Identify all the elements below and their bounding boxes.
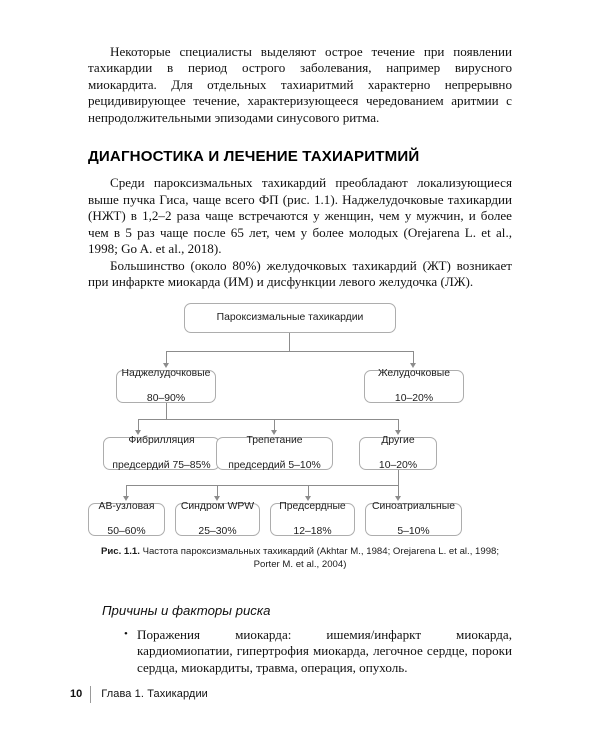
connector-sv-drop-2 <box>274 419 275 432</box>
page-footer: 10 Глава 1. Тахикардии <box>70 685 208 703</box>
flowchart-node-av-nodal: АВ-узловая 50–60% <box>88 501 165 538</box>
flowchart-node-wpw-label: Синдром WPW <box>180 501 255 513</box>
flowchart-node-supraventricular: Наджелудочковые 80–90% <box>116 368 216 405</box>
flowchart-node-sinoatrial: Синоатриальные 5–10% <box>365 501 462 538</box>
flowchart-node-other-value: 10–20% <box>378 460 418 472</box>
flowchart-node-other: Другие 10–20% <box>359 435 437 472</box>
connector-afib-stem <box>398 470 399 486</box>
chapter-title: Глава 1. Тахикардии <box>101 688 208 700</box>
flowchart-node-ventricular-value: 10–20% <box>394 393 434 405</box>
flowchart-node-supraventricular-value: 80–90% <box>146 393 186 405</box>
connector-root-stem <box>289 333 290 352</box>
arrow-to-other <box>395 430 401 436</box>
flowchart-node-other-label: Другие <box>381 435 415 447</box>
arrow-to-ventricular <box>410 363 416 369</box>
arrow-to-av-nodal <box>123 496 129 502</box>
connector-l4-drop-4 <box>398 485 399 498</box>
flowchart-node-ventricular: Желудочковые 10–20% <box>364 368 464 405</box>
connector-root-drop-left <box>166 351 167 365</box>
connector-afib-bus <box>126 485 398 487</box>
page-content: Некоторые специалисты выделяют острое те… <box>88 44 512 676</box>
figure-flowchart: Пароксизмальные тахикардии Наджелудочков… <box>88 303 512 538</box>
connector-l4-drop-1 <box>126 485 127 498</box>
arrow-to-sinoatrial <box>395 496 401 502</box>
arrow-to-aflutter <box>271 430 277 436</box>
flowchart-node-av-nodal-value: 50–60% <box>107 526 146 538</box>
connector-sv-stem <box>166 403 167 420</box>
paragraph-3: Большинство (около 80%) желудочковых тах… <box>88 257 512 289</box>
flowchart-node-afib-value: предсердий 75–85% <box>112 460 211 472</box>
footer-divider <box>90 685 92 703</box>
flowchart-node-afib-label: Фибрилляция <box>128 435 195 447</box>
flowchart-node-ventricular-label: Желудочковые <box>377 368 451 380</box>
bullet-list: Поражения миокарда: ишемия/инфаркт миока… <box>88 626 512 676</box>
flowchart-node-sinoatrial-label: Синоатриальные <box>372 501 455 513</box>
connector-sv-drop-3 <box>398 419 399 432</box>
flowchart-node-atrial-value: 12–18% <box>293 526 332 538</box>
section-heading: ДИАГНОСТИКА И ЛЕЧЕНИЕ ТАХИАРИТМИЙ <box>88 148 420 166</box>
flowchart-node-supraventricular-label: Наджелудочковые <box>121 368 211 380</box>
arrow-to-atrial <box>305 496 311 502</box>
arrow-to-supraventricular <box>163 363 169 369</box>
list-item: Поражения миокарда: ишемия/инфаркт миока… <box>124 626 512 676</box>
flowchart-node-root: Пароксизмальные тахикардии <box>184 303 396 334</box>
flowchart-node-atrial: Предсердные 12–18% <box>270 501 355 538</box>
paragraph-1: Некоторые специалисты выделяют острое те… <box>88 44 512 125</box>
flowchart-node-sinoatrial-value: 5–10% <box>397 526 430 538</box>
flowchart-node-aflutter-value: предсердий 5–10% <box>228 460 321 472</box>
flowchart-node-afib: Фибрилляция предсердий 75–85% <box>103 435 220 472</box>
flowchart-node-root-label: Пароксизмальные тахикардии <box>216 312 364 324</box>
arrow-to-wpw <box>214 496 220 502</box>
page-number: 10 <box>70 688 83 700</box>
flowchart-node-atrial-label: Предсердные <box>279 501 346 513</box>
connector-root-drop-right <box>413 351 414 365</box>
connector-sv-drop-1 <box>138 419 139 432</box>
figure-caption-prefix: Рис. 1.1. <box>100 546 140 558</box>
flowchart-node-aflutter-label: Трепетание <box>246 435 303 447</box>
paragraph-2: Среди пароксизмальных тахикардий преобла… <box>88 175 512 257</box>
connector-root-bus <box>166 351 413 353</box>
arrow-to-afib <box>135 430 141 436</box>
flowchart-node-wpw: Синдром WPW 25–30% <box>175 501 260 538</box>
flowchart-node-av-nodal-label: АВ-узловая <box>98 501 155 513</box>
sub-heading: Причины и факторы риска <box>102 602 271 618</box>
connector-l4-drop-3 <box>308 485 309 498</box>
connector-sv-bus <box>138 419 398 421</box>
connector-l4-drop-2 <box>217 485 218 498</box>
flowchart-node-aflutter: Трепетание предсердий 5–10% <box>216 435 333 472</box>
figure-caption-text: Частота пароксизмальных тахикардий (Akht… <box>139 546 500 570</box>
figure-caption: Рис. 1.1. Частота пароксизмальных тахика… <box>88 546 512 570</box>
flowchart-node-wpw-value: 25–30% <box>198 526 237 538</box>
